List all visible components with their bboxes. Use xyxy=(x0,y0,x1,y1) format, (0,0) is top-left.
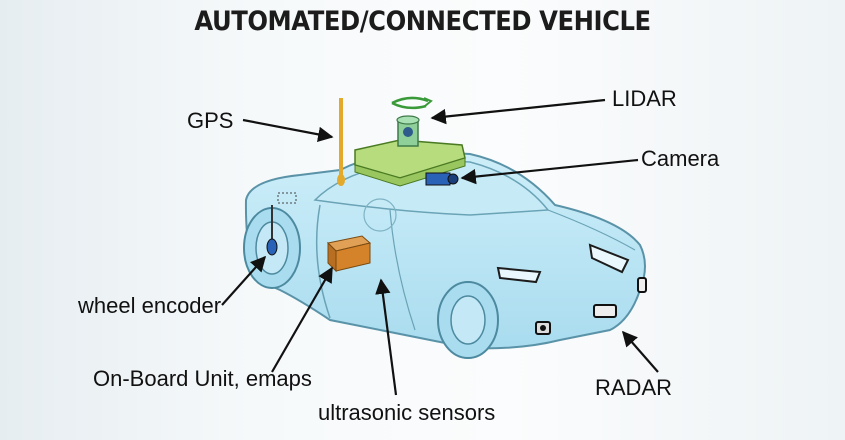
wheel-encoder-sensor xyxy=(266,205,278,256)
rear-sensor-box xyxy=(277,192,297,204)
label-camera: Camera xyxy=(641,146,720,171)
label-gps: GPS xyxy=(187,108,234,133)
front-wheel xyxy=(437,281,499,359)
camera-arrow xyxy=(460,158,639,185)
callout-arrows xyxy=(221,98,659,396)
gps-arrow xyxy=(242,118,334,142)
radar-arrow xyxy=(621,330,659,373)
diagram-title: AUTOMATED/CONNECTED VEHICLE xyxy=(194,6,651,37)
label-on-board-unit: On-Board Unit, emaps xyxy=(93,366,312,391)
gps-antenna xyxy=(337,98,345,186)
label-wheel-encoder: wheel encoder xyxy=(78,293,222,318)
label-ultrasonic-sensors: ultrasonic sensors xyxy=(318,400,496,425)
radar-sensors xyxy=(535,277,647,335)
ultrasonic-arrow xyxy=(375,278,398,396)
camera-sensor xyxy=(425,172,459,186)
rotation-arrow-icon xyxy=(391,96,429,110)
lidar-arrow xyxy=(430,98,606,125)
lidar-unit xyxy=(354,96,466,187)
on-board-unit-arrow xyxy=(271,266,333,373)
label-lidar: LIDAR xyxy=(612,86,677,111)
on-board-unit-box xyxy=(326,235,372,273)
wheel-encoder-arrow xyxy=(221,255,267,306)
label-radar: RADAR xyxy=(595,375,673,400)
